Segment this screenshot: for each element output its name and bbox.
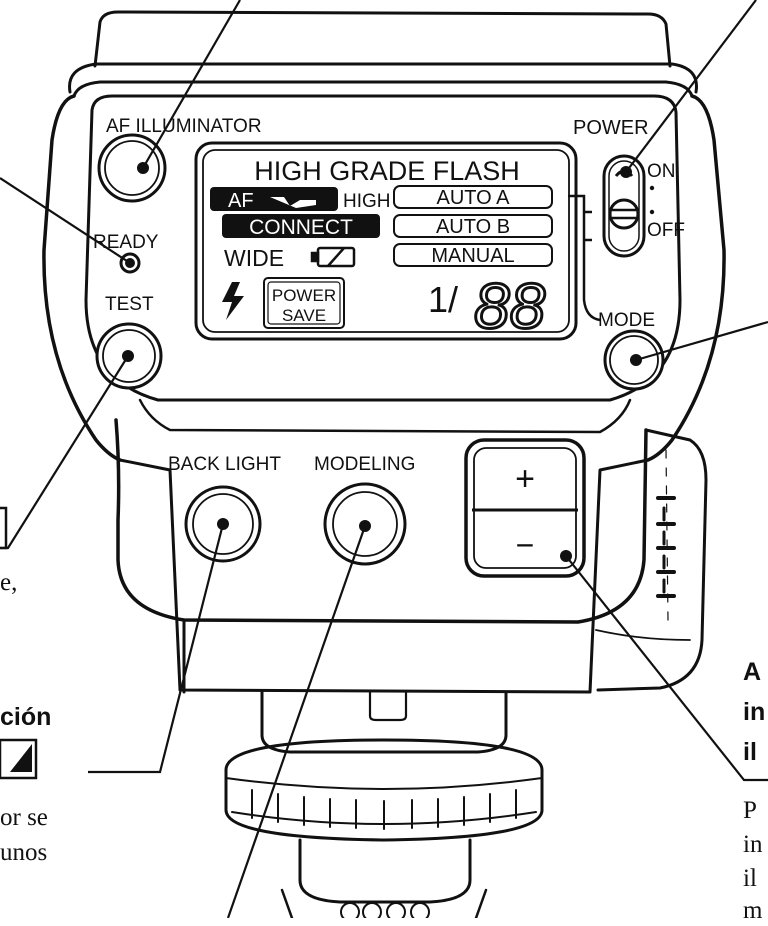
lcd-wide-label: WIDE — [224, 245, 284, 271]
battery-icon — [310, 246, 356, 268]
lcd-af-light-icon — [270, 197, 316, 208]
lcd-mode-auto-a: AUTO A — [437, 187, 511, 209]
plus-label: + — [515, 460, 535, 498]
af-illuminator-button[interactable] — [97, 133, 167, 203]
plus-minus-rocker[interactable] — [464, 438, 586, 578]
minus-label: − — [516, 527, 535, 563]
af-illuminator-label: AF ILLUMINATOR — [106, 116, 262, 137]
mode-label: MODE — [598, 310, 655, 331]
back-light-label: BACK LIGHT — [168, 454, 281, 475]
lcd-power-save-line2: SAVE — [282, 306, 326, 325]
left-text-line-1: e, — [0, 569, 18, 596]
left-backlight-icon-box — [0, 738, 38, 780]
lcd-fraction: 1/ — [428, 279, 458, 320]
power-switch[interactable] — [602, 154, 646, 258]
lcd-title: HIGH GRADE FLASH — [254, 156, 520, 186]
test-label: TEST — [105, 294, 154, 315]
lcd-connect-label: CONNECT — [249, 216, 353, 239]
modeling-label: MODELING — [314, 454, 415, 475]
lcd-mode-auto-b: AUTO B — [436, 216, 510, 238]
power-on-label: ON — [647, 161, 676, 182]
ready-label: READY — [93, 232, 159, 253]
lcd-digits: 88 — [474, 270, 546, 342]
power-off-label: OFF — [647, 220, 685, 241]
triangle-icon — [10, 744, 32, 772]
flash-bolt-icon — [222, 282, 244, 320]
flash-body — [42, 10, 726, 922]
right-heading-line-3: il — [743, 738, 757, 766]
right-body-line-4: m — [743, 897, 763, 924]
lcd-high-label: HIGH — [343, 191, 391, 212]
power-label: POWER — [573, 117, 649, 139]
callout-dots — [122, 162, 642, 562]
lcd-connect-badge — [222, 214, 380, 238]
lcd-mode-box-list — [393, 185, 553, 267]
lcd-panel: HIGH GRADE FLASH AF HIGH CONNECT WIDE PO… — [194, 141, 578, 344]
left-body-line-1: or se — [0, 804, 48, 831]
mode-bracket — [568, 194, 601, 322]
right-body-line-3: il — [743, 865, 757, 892]
left-heading: ción — [0, 703, 52, 731]
right-heading-line-2: in — [743, 698, 766, 726]
right-body-line-1: P — [743, 797, 757, 824]
left-test-icon-box — [0, 506, 8, 550]
left-body-line-2: unos — [0, 839, 48, 866]
right-body-line-2: in — [743, 831, 763, 858]
lcd-mode-manual: MANUAL — [431, 245, 514, 267]
right-heading-line-1: A — [743, 658, 762, 686]
lcd-af-label: AF — [228, 190, 254, 212]
lcd-power-save-line1: POWER — [272, 286, 336, 305]
